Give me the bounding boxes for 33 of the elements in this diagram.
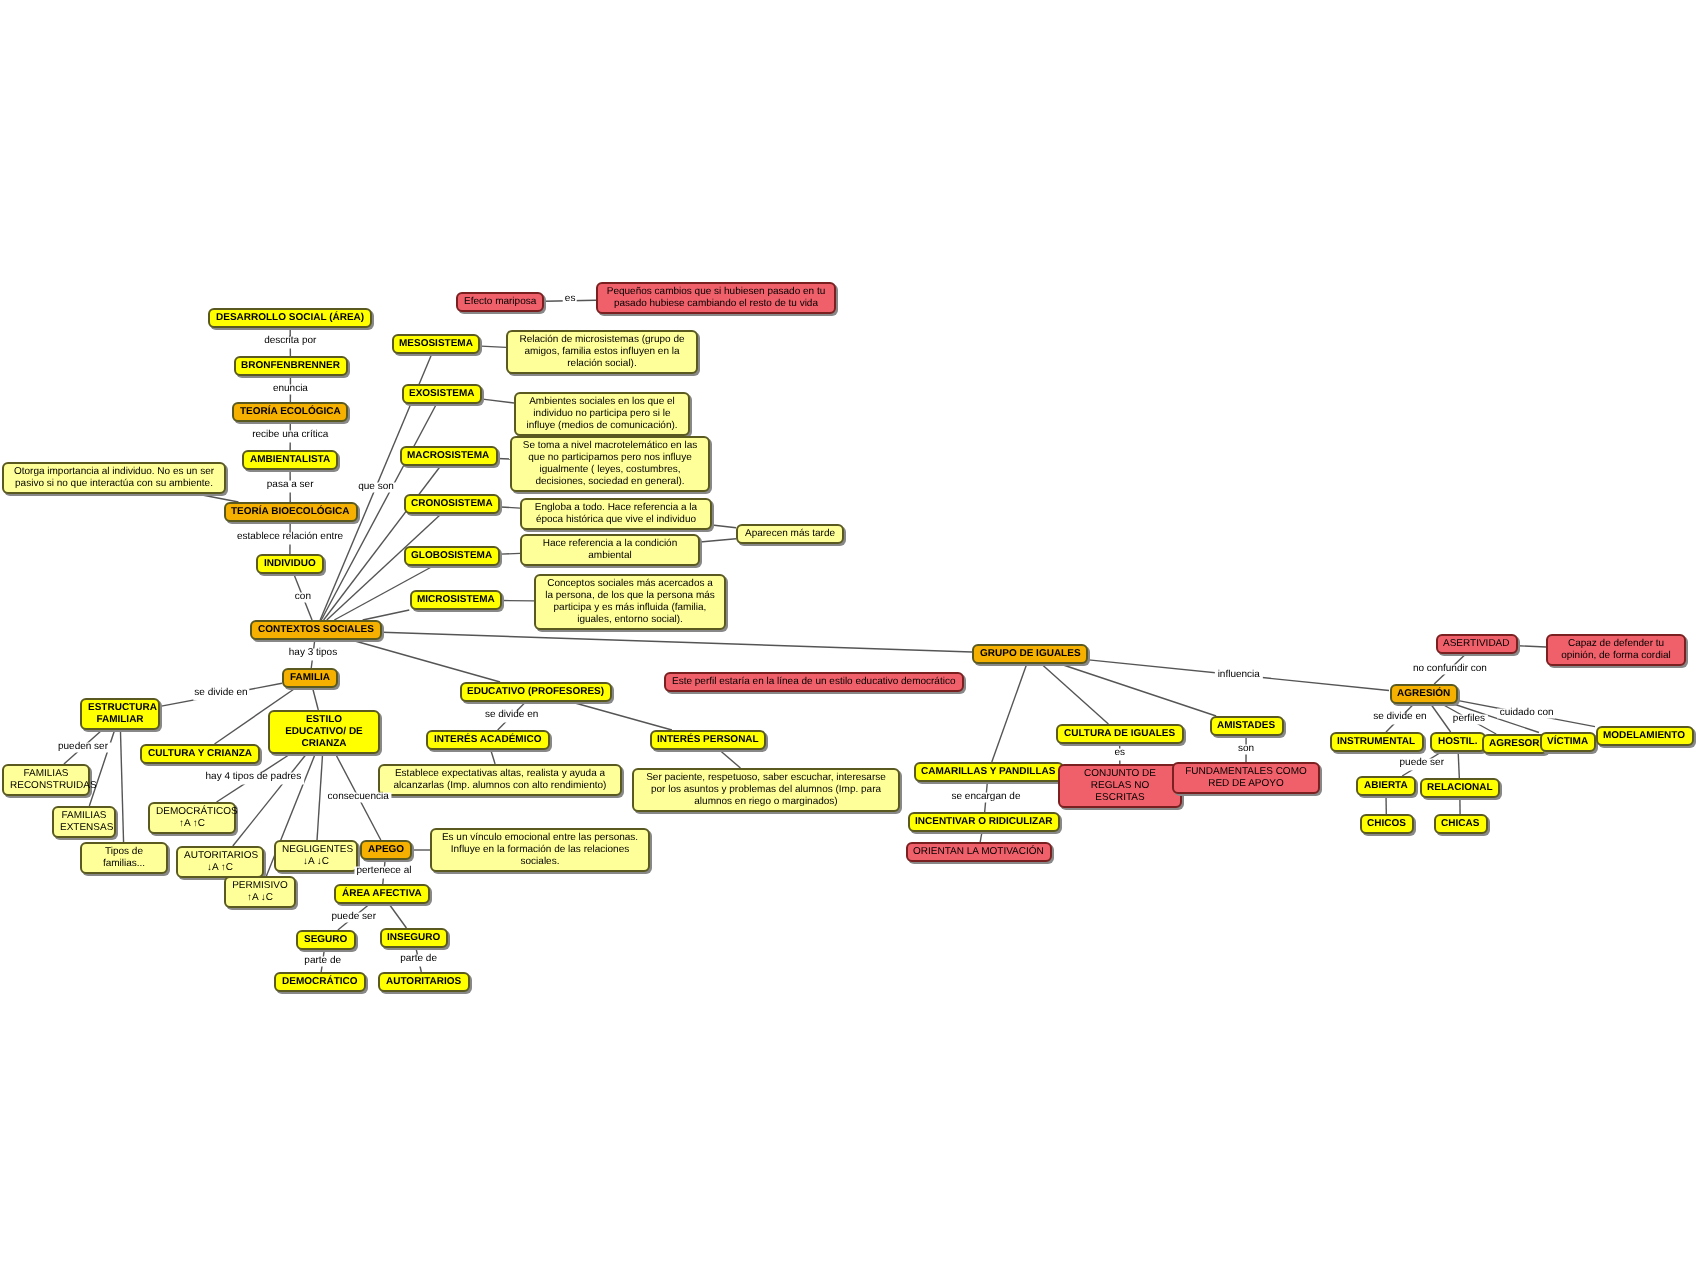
connector-line [411, 849, 431, 851]
connector-line [499, 552, 521, 555]
connector-line [322, 465, 442, 621]
connector-line [333, 565, 434, 621]
connector-line [119, 729, 125, 843]
connector-line [1430, 703, 1452, 733]
connector-line [480, 345, 507, 349]
connector-line [481, 398, 515, 404]
connector-line [319, 353, 433, 621]
connector-line [232, 753, 308, 847]
connector-line [711, 524, 737, 529]
connector-line [213, 687, 297, 745]
connector-line [334, 753, 382, 841]
connector-line [1457, 751, 1461, 779]
connector-line [502, 599, 535, 602]
connector-line [326, 513, 442, 621]
connector-line [500, 506, 521, 509]
connector-line [381, 631, 973, 653]
connector-line [718, 749, 742, 769]
connector-line [311, 687, 319, 711]
connector-line [388, 903, 408, 929]
connector-line [991, 663, 1028, 763]
connector-line [1452, 703, 1540, 734]
connector-line [1459, 797, 1461, 815]
connector-line [316, 753, 324, 841]
connector-line [699, 538, 737, 543]
connector-line [1385, 795, 1387, 815]
connector-line [293, 573, 313, 621]
connector-line [1245, 735, 1247, 763]
connector-line [361, 609, 410, 621]
connector-line [1516, 645, 1547, 648]
connector-line [320, 403, 438, 621]
connector-line [1040, 663, 1110, 725]
